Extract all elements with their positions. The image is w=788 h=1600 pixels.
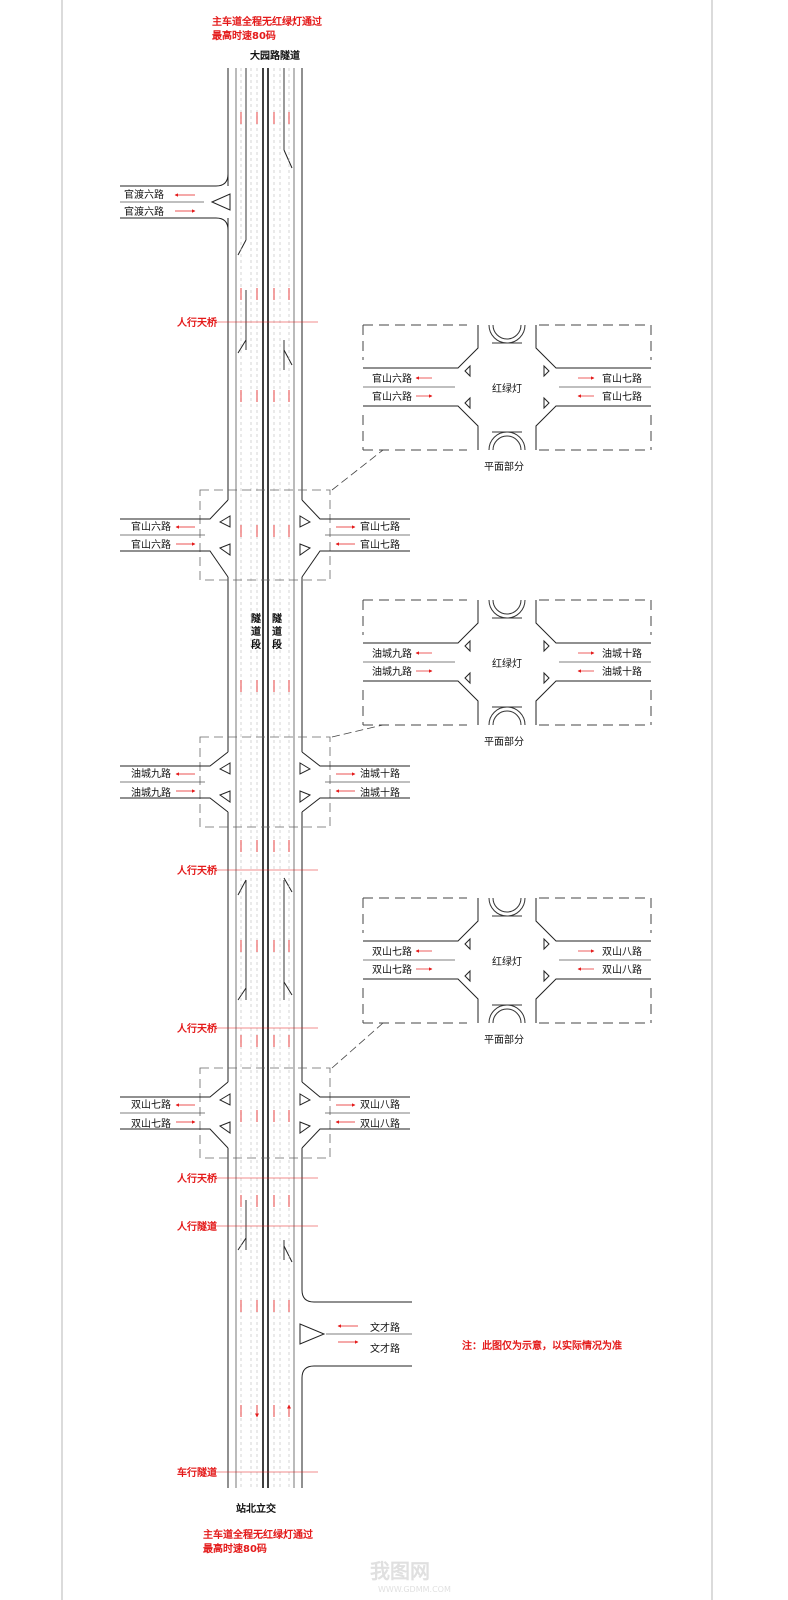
inset2-road-youcheng10-b: 油城十路: [602, 665, 642, 678]
inset1-caption: 平面部分: [484, 460, 524, 473]
junction-guandu: [120, 173, 231, 231]
main-corridor: [227, 68, 303, 1488]
inset1-road-guanshan7-a: 官山七路: [602, 372, 642, 385]
north-terminus-label: 大园路隧道: [250, 49, 300, 62]
tunnel-label-left-1: 隧: [251, 612, 261, 625]
inset2-signal-label: 红绿灯: [492, 657, 522, 670]
vehicle-tunnel-label: 车行隧道: [177, 1466, 217, 1479]
wencai-arrows: [337, 1324, 359, 1344]
road-guanshan6-b: 官山六路: [131, 538, 171, 551]
inset3-road-shuangshan7-a: 双山七路: [372, 945, 412, 958]
road-shuangshan8-b: 双山八路: [360, 1117, 400, 1130]
road-guandu6-b: 官渡六路: [124, 205, 164, 218]
inset3-caption: 平面部分: [484, 1033, 524, 1046]
road-wencai-a: 文才路: [370, 1321, 400, 1334]
inset1-signal-label: 红绿灯: [492, 382, 522, 395]
bottom-note-line1: 主车道全程无红绿灯通过: [203, 1528, 313, 1541]
tunnel-label-left-2: 道: [251, 625, 261, 638]
inset2-road-youcheng10-a: 油城十路: [602, 647, 642, 660]
road-guanshan7-b: 官山七路: [360, 538, 400, 551]
ped-tunnel-label: 人行隧道: [177, 1220, 217, 1233]
watermark: 我图网 WWW.GDMM.COM: [370, 1559, 451, 1594]
guandu-arrows: [174, 193, 196, 213]
bottom-note-line2: 最高时速80码: [203, 1542, 267, 1555]
disclaimer-note: 注：此图仅为示意，以实际情况为准: [462, 1339, 622, 1352]
crossing-lines: [215, 321, 318, 1473]
tunnel-label-right-2: 道: [272, 625, 282, 638]
road-shuangshan7-a: 双山七路: [131, 1098, 171, 1111]
top-note-line2: 最高时速80码: [212, 29, 276, 42]
inset3-road-shuangshan8-b: 双山八路: [602, 963, 642, 976]
road-youcheng9-b: 油城九路: [131, 786, 171, 799]
road-guanshan6-a: 官山六路: [131, 520, 171, 533]
watermark-brand: 我图网: [370, 1559, 430, 1583]
junction-youcheng: [120, 736, 410, 828]
road-shuangshan7-b: 双山七路: [131, 1117, 171, 1130]
direction-arrows: [240, 112, 289, 1417]
inset3-signal-label: 红绿灯: [492, 955, 522, 968]
junction-shuangshan: [120, 1067, 410, 1159]
road-shuangshan8-a: 双山八路: [360, 1098, 400, 1111]
junction-guanshan: [120, 489, 410, 581]
road-guandu6-a: 官渡六路: [124, 188, 164, 201]
inset2-road-youcheng9-a: 油城九路: [372, 647, 412, 660]
overpass-label-3: 人行天桥: [177, 1022, 218, 1035]
road-guanshan7-a: 官山七路: [360, 520, 400, 533]
overpass-label-1: 人行天桥: [177, 316, 218, 329]
road-youcheng10-b: 油城十路: [360, 786, 400, 799]
detail-inset-youcheng: [331, 599, 652, 738]
road-youcheng9-a: 油城九路: [131, 767, 171, 780]
inset3-road-shuangshan7-b: 双山七路: [372, 963, 412, 976]
road-wencai-b: 文才路: [370, 1342, 400, 1355]
tunnel-label-right-3: 段: [272, 638, 282, 651]
inset1-road-guanshan6-a: 官山六路: [372, 372, 412, 385]
tunnel-label-right-1: 隧: [272, 612, 282, 625]
detail-inset-shuangshan: [331, 897, 652, 1069]
overpass-label-2: 人行天桥: [177, 864, 218, 877]
junction-wencai: [299, 1289, 412, 1379]
tunnel-label-left-3: 段: [251, 638, 261, 651]
top-note-line1: 主车道全程无红绿灯通过: [212, 15, 322, 28]
south-terminus-label: 站北立交: [236, 1502, 276, 1515]
overpass-label-4: 人行天桥: [177, 1172, 218, 1185]
inset2-caption: 平面部分: [484, 735, 524, 748]
road-youcheng10-a: 油城十路: [360, 767, 400, 780]
inset1-road-guanshan7-b: 官山七路: [602, 390, 642, 403]
inset3-road-shuangshan8-a: 双山八路: [602, 945, 642, 958]
detail-inset-guanshan: [331, 324, 652, 491]
inset1-road-guanshan6-b: 官山六路: [372, 390, 412, 403]
lane-dashes: [240, 68, 290, 1488]
watermark-url: WWW.GDMM.COM: [378, 1585, 451, 1594]
inset2-road-youcheng9-b: 油城九路: [372, 665, 412, 678]
